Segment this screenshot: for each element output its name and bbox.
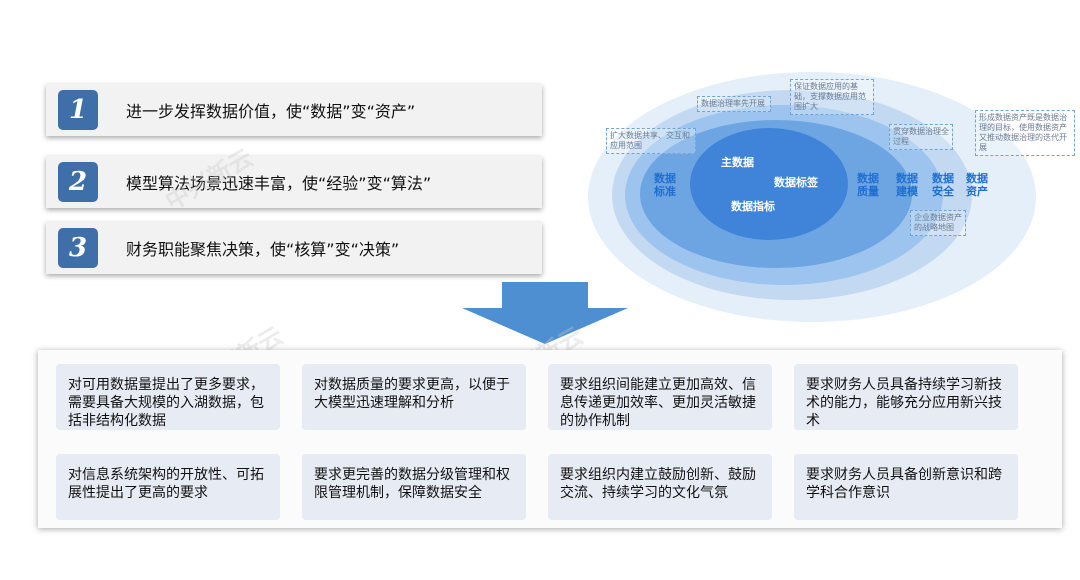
note-strategy: 企业数据资产的战略地图 xyxy=(910,210,966,236)
note-process: 贯穿数据治理全过程 xyxy=(889,124,953,150)
requirement-card: 要求更完善的数据分级管理和权限管理机制，保障数据安全 xyxy=(302,454,526,520)
statement-text: 进一步发挥数据价值，使“数据”变“资产” xyxy=(126,102,416,121)
statement-1: 1 进一步发挥数据价值，使“数据”变“资产” xyxy=(46,84,542,136)
core-data-metric: 数据指标 xyxy=(731,200,775,213)
requirement-card: 要求组织间能建立更加高效、信息传递更加效率、更加灵活敏捷的协作机制 xyxy=(548,364,772,430)
note-foundation: 保证数据应用的基础，支撑数据应用范围扩大 xyxy=(790,79,874,115)
number-badge: 1 xyxy=(58,90,98,130)
ring-label-quality: 数据 质量 xyxy=(857,172,879,198)
note-rate: 数据治理率先开展 xyxy=(697,96,771,112)
core-circle xyxy=(690,128,848,240)
note-share: 扩大数据共享、交互和应用范围 xyxy=(606,128,696,154)
requirement-card: 要求组织内建立鼓励创新、鼓励交流、持续学习的文化气氛 xyxy=(548,454,772,520)
number-badge: 3 xyxy=(58,228,98,268)
ring-label-security: 数据 安全 xyxy=(932,172,954,198)
requirement-card: 对可用数据量提出了更多要求，需要具备大规模的入湖数据，包括非结构化数据 xyxy=(56,364,280,430)
requirements-panel: 对可用数据量提出了更多要求，需要具备大规模的入湖数据，包括非结构化数据 对数据质… xyxy=(38,350,1062,528)
statement-3: 3 财务职能聚焦决策，使“核算”变“决策” xyxy=(46,222,542,274)
ring-label-model: 数据 建模 xyxy=(896,172,918,198)
statement-2: 2 模型算法场景迅速丰富，使“经验”变“算法” xyxy=(46,156,542,208)
requirement-card: 对信息系统架构的开放性、可拓展性提出了更高的要求 xyxy=(56,454,280,520)
requirement-card: 要求财务人员具备持续学习新技术的能力，能够充分应用新兴技术 xyxy=(794,364,1018,430)
statement-text: 财务职能聚焦决策，使“核算”变“决策” xyxy=(126,240,400,259)
ring-label-standard: 数据 标准 xyxy=(654,172,676,198)
arrow-shape xyxy=(462,282,628,344)
number-badge: 2 xyxy=(58,162,98,202)
note-goal: 形成数据资产既是数据治理的目标，使用数据资产又推动数据治理的迭代开展 xyxy=(975,110,1075,156)
down-arrow-icon xyxy=(462,282,628,344)
core-main-data: 主数据 xyxy=(721,156,754,169)
core-data-label: 数据标签 xyxy=(774,176,818,189)
statement-text: 模型算法场景迅速丰富，使“经验”变“算法” xyxy=(126,174,432,193)
ring-label-asset: 数据 资产 xyxy=(966,172,988,198)
requirement-card: 要求财务人员具备创新意识和跨学科合作意识 xyxy=(794,454,1018,520)
requirement-card: 对数据质量的要求更高，以便于大模型迅速理解和分析 xyxy=(302,364,526,430)
